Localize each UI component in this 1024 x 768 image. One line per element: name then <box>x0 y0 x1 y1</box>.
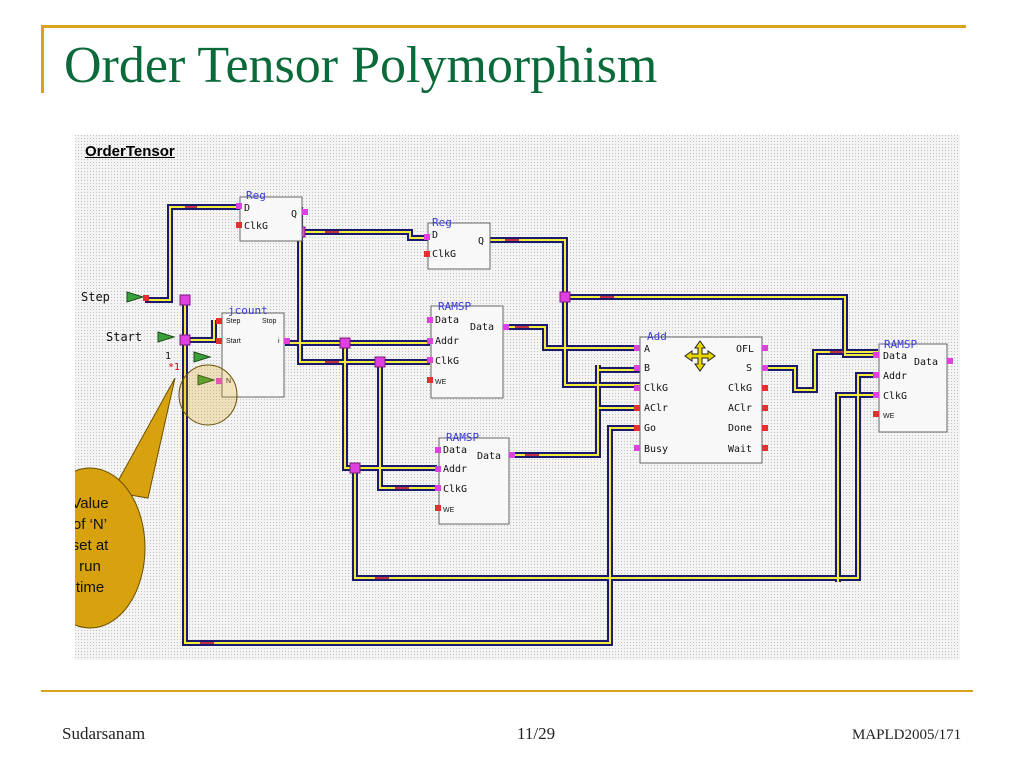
svg-text:Start: Start <box>226 338 241 345</box>
svg-text:Addr: Addr <box>443 464 467 475</box>
svg-text:Go: Go <box>644 423 656 434</box>
reg1-label: Reg <box>246 189 266 202</box>
svg-text:Data: Data <box>477 451 501 462</box>
svg-text:ClkG: ClkG <box>883 391 907 402</box>
svg-text:Done: Done <box>728 423 752 434</box>
move-cursor-icon <box>684 340 716 372</box>
svg-text:*1: *1 <box>168 362 180 373</box>
title-rule-horizontal <box>41 25 966 28</box>
sheet-title: OrderTensor <box>85 143 175 160</box>
svg-text:Q: Q <box>478 236 484 247</box>
svg-text:Busy: Busy <box>644 444 668 455</box>
svg-text:ClkG: ClkG <box>644 383 668 394</box>
svg-text:Q: Q <box>291 209 297 220</box>
add-block[interactable]: Add A B ClkG AClr Go Busy OFL S ClkG ACl… <box>634 330 768 464</box>
add-label: Add <box>647 330 667 343</box>
jcount-label: jcount <box>228 304 268 317</box>
svg-text:Value: Value <box>75 495 109 512</box>
svg-text:ClkG: ClkG <box>244 221 268 232</box>
svg-text:OFL: OFL <box>736 344 754 355</box>
svg-text:ClkG: ClkG <box>728 383 752 394</box>
svg-text:Start: Start <box>106 330 142 344</box>
footer-author: Sudarsanam <box>62 724 146 743</box>
svg-text:time: time <box>76 579 104 596</box>
diagram-canvas: Reg D ClkG Q Reg D ClkG Q jcount Step St… <box>75 135 960 660</box>
reg-block-1[interactable]: Reg D ClkG Q <box>236 189 308 242</box>
reg2-label: Reg <box>432 216 452 229</box>
svg-text:D: D <box>432 230 438 241</box>
slide-title: Order Tensor Polymorphism <box>64 37 658 94</box>
footer-rule <box>41 690 973 692</box>
jcount-block[interactable]: jcount Step Stop Start N i <box>216 304 290 398</box>
wires <box>145 204 878 646</box>
callout: Value of ‘N’ set at run time <box>75 364 238 629</box>
svg-text:A: A <box>644 344 650 355</box>
footer-page-number: 11/29 <box>517 724 556 743</box>
input-step[interactable]: Step <box>81 290 149 304</box>
svg-text:run: run <box>79 558 101 575</box>
svg-text:Step: Step <box>226 318 241 325</box>
svg-text:Data: Data <box>883 351 907 362</box>
title-rule-vertical <box>41 25 44 93</box>
svg-text:D: D <box>244 203 250 214</box>
ramsp-block-3[interactable]: RAMSP Data Data Addr ClkG WE <box>873 338 953 433</box>
ramsp3-label: RAMSP <box>884 338 917 351</box>
svg-text:Data: Data <box>443 445 467 456</box>
footer-reference: MAPLD2005/171 <box>852 727 962 743</box>
svg-text:Data: Data <box>470 322 494 333</box>
svg-text:S: S <box>746 363 752 374</box>
svg-text:Wait: Wait <box>728 444 752 455</box>
svg-text:B: B <box>644 363 650 374</box>
svg-text:Step: Step <box>81 290 110 304</box>
svg-text:Data: Data <box>435 315 459 326</box>
ramsp2-label: RAMSP <box>446 431 479 444</box>
reg-block-2[interactable]: Reg D ClkG Q <box>424 216 491 270</box>
svg-text:AClr: AClr <box>728 403 752 414</box>
svg-text:i: i <box>278 338 280 345</box>
svg-text:of ‘N’: of ‘N’ <box>75 516 107 533</box>
svg-text:ClkG: ClkG <box>432 249 456 260</box>
svg-text:Data: Data <box>914 357 938 368</box>
ramsp-block-2[interactable]: RAMSP Data Data Addr ClkG WE <box>435 431 515 525</box>
svg-text:1: 1 <box>165 351 171 362</box>
input-start[interactable]: Start <box>106 330 176 344</box>
svg-text:WE: WE <box>435 379 447 386</box>
svg-text:Addr: Addr <box>883 371 907 382</box>
svg-text:Stop: Stop <box>262 318 277 325</box>
svg-text:ClkG: ClkG <box>443 484 467 495</box>
svg-text:WE: WE <box>443 507 455 514</box>
ramsp1-label: RAMSP <box>438 300 471 313</box>
svg-text:Addr: Addr <box>435 336 459 347</box>
svg-text:set at: set at <box>75 537 109 554</box>
svg-text:AClr: AClr <box>644 403 668 414</box>
svg-text:N: N <box>226 378 231 385</box>
ramsp-block-1[interactable]: RAMSP Data Data Addr ClkG WE <box>427 300 509 399</box>
constant-inputs: 1 *1 <box>165 351 216 386</box>
svg-text:WE: WE <box>883 413 895 420</box>
svg-text:ClkG: ClkG <box>435 356 459 367</box>
